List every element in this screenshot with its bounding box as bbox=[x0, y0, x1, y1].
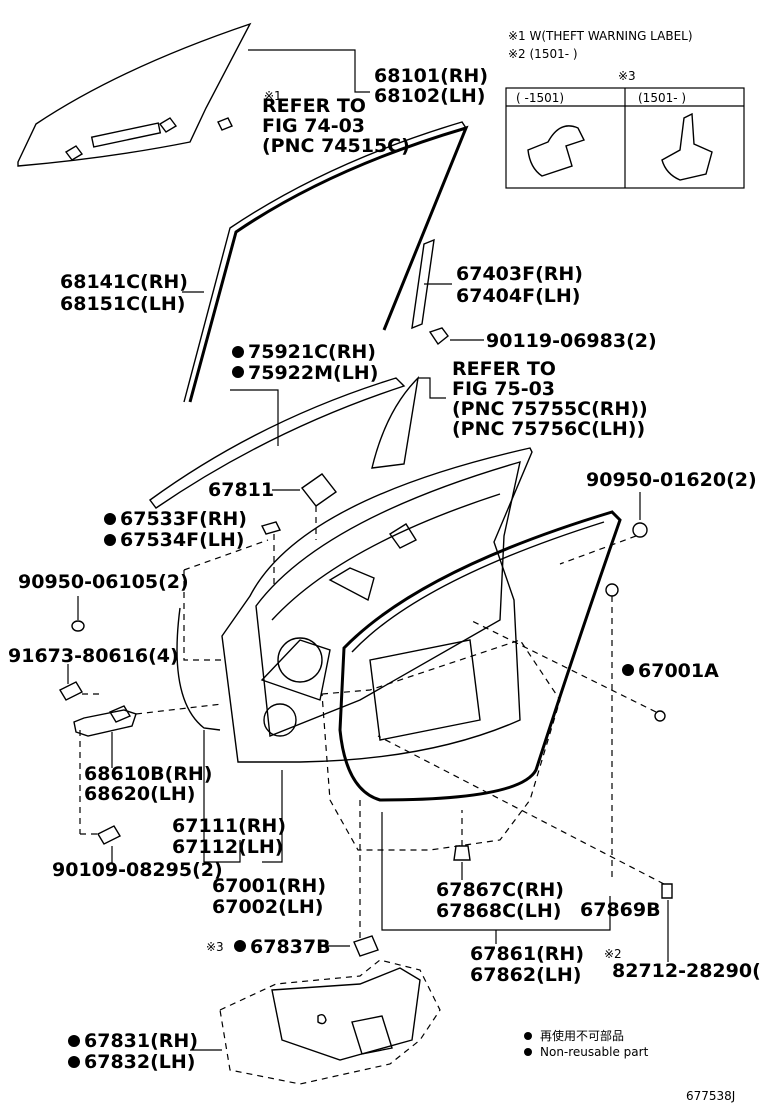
label-run-rh: 68141C(RH) bbox=[60, 271, 188, 293]
label-mold-rh: 75921C(RH) bbox=[248, 341, 376, 363]
non-reuse-dot-cover bbox=[234, 940, 246, 952]
label-channel-lh: 67404F(LH) bbox=[456, 285, 580, 307]
weather-clip-icon bbox=[654, 710, 666, 722]
legend-en: Non-reusable part bbox=[540, 1045, 649, 1059]
label-bolt1: 90119-06983(2) bbox=[486, 330, 657, 352]
label-hinge-lh: 68620(LH) bbox=[84, 783, 195, 805]
belt-moulding bbox=[149, 377, 406, 509]
leader-glass bbox=[248, 49, 370, 93]
label-plug1: 90950-06105(2) bbox=[18, 571, 189, 593]
refer1-mark: ※1 bbox=[264, 89, 282, 103]
refer2-line3: (PNC 75755C(RH)) bbox=[452, 398, 648, 420]
label-door-lh: 67002(LH) bbox=[212, 896, 323, 918]
door-panel bbox=[221, 447, 533, 763]
door-hinge bbox=[73, 705, 137, 737]
plug1-icon bbox=[71, 620, 85, 632]
legend-jp: 再使用不可部品 bbox=[540, 1028, 624, 1043]
cover-67837B-icon bbox=[353, 935, 379, 957]
label-pad: 67811 bbox=[208, 479, 274, 501]
hole-plug-icon bbox=[453, 845, 471, 861]
seal-67533F bbox=[260, 521, 282, 535]
label-hinge-rh: 68610B(RH) bbox=[84, 763, 212, 785]
bolt2-icon bbox=[59, 681, 83, 701]
non-reuse-dot-seal-lh bbox=[104, 534, 116, 546]
label-door-rh: 67001(RH) bbox=[212, 875, 326, 897]
refer1-line1: REFER TO bbox=[262, 95, 366, 117]
note-variant-mark: ※3 bbox=[618, 69, 636, 83]
label-hole-rh: 67867C(RH) bbox=[436, 879, 564, 901]
label-mold-lh: 75922M(LH) bbox=[248, 362, 378, 384]
pad-67811 bbox=[300, 473, 338, 507]
refer1-line2: FIG 74-03 bbox=[262, 115, 365, 137]
non-reuse-dot-mold-rh bbox=[232, 346, 244, 358]
screw-icon bbox=[661, 883, 673, 899]
variant-col-1: ( -1501) bbox=[516, 91, 564, 105]
door-glass bbox=[17, 22, 252, 167]
non-reuse-dot-mold-lh bbox=[232, 366, 244, 378]
door-weatherstrip bbox=[338, 510, 622, 802]
label-ws-rh: 67861(RH) bbox=[470, 943, 584, 965]
label-hole-lh: 67868C(LH) bbox=[436, 900, 561, 922]
bolt1-icon bbox=[428, 327, 449, 346]
label-glass-lh: 68102(LH) bbox=[374, 85, 485, 107]
refer1-line3: (PNC 74515C) bbox=[262, 135, 410, 157]
note-theft-label: ※1 W(THEFT WARNING LABEL) bbox=[508, 29, 693, 43]
variant-table: ( -1501) (1501- ) bbox=[505, 87, 745, 189]
legend-dot-en bbox=[524, 1048, 532, 1056]
label-bolt3: 90109-08295(2) bbox=[52, 859, 223, 881]
non-reuse-dot-film-rh bbox=[68, 1035, 80, 1047]
label-panel-rh: 67111(RH) bbox=[172, 815, 286, 837]
door-outer-edge bbox=[176, 607, 221, 731]
glass-run bbox=[188, 125, 469, 403]
label-weather: 67001A bbox=[638, 660, 719, 682]
label-film-rh: 67831(RH) bbox=[84, 1030, 198, 1052]
clip2-icon bbox=[605, 583, 619, 597]
legend-dot-jp bbox=[524, 1032, 532, 1040]
non-reuse-dot-film-lh bbox=[68, 1056, 80, 1068]
note-serial-range: ※2 (1501- ) bbox=[508, 47, 578, 61]
clip1-icon bbox=[632, 522, 648, 538]
service-hole-film bbox=[219, 959, 441, 1085]
service-hole-cover-outline bbox=[321, 639, 561, 851]
label-channel-rh: 67403F(RH) bbox=[456, 263, 583, 285]
label-cover: 67837B bbox=[250, 936, 331, 958]
non-reuse-dot-weather bbox=[622, 664, 634, 676]
refer2-line2: FIG 75-03 bbox=[452, 378, 555, 400]
refer2-line1: REFER TO bbox=[452, 358, 556, 380]
label-seal-lh: 67534F(LH) bbox=[120, 529, 244, 551]
label-screw: 82712-28290(2) bbox=[612, 960, 760, 982]
non-reuse-dot-seal-rh bbox=[104, 513, 116, 525]
label-ws-lh: 67862(LH) bbox=[470, 964, 581, 986]
label-panel-lh: 67112(LH) bbox=[172, 836, 283, 858]
label-film-lh: 67832(LH) bbox=[84, 1051, 195, 1073]
cover-mark: ※3 bbox=[206, 940, 224, 954]
cover-old-icon bbox=[527, 125, 585, 177]
frame-garnish bbox=[371, 375, 420, 469]
label-clip1: 90950-01620(2) bbox=[586, 469, 757, 491]
bolt3-icon bbox=[97, 825, 121, 845]
cover-new-icon bbox=[661, 112, 713, 181]
label-run-lh: 68151C(LH) bbox=[60, 293, 185, 315]
variant-col-2: (1501- ) bbox=[638, 91, 686, 105]
label-seal-rh: 67533F(RH) bbox=[120, 508, 247, 530]
figure-id: 677538J bbox=[686, 1089, 735, 1103]
label-strip: 67869B bbox=[580, 899, 661, 921]
label-glass-rh: 68101(RH) bbox=[374, 65, 488, 87]
label-bolt2: 91673-80616(4) bbox=[8, 645, 179, 667]
refer2-line4: (PNC 75756C(LH)) bbox=[452, 418, 645, 440]
screw-mark: ※2 bbox=[604, 947, 622, 961]
rear-channel bbox=[411, 238, 435, 330]
